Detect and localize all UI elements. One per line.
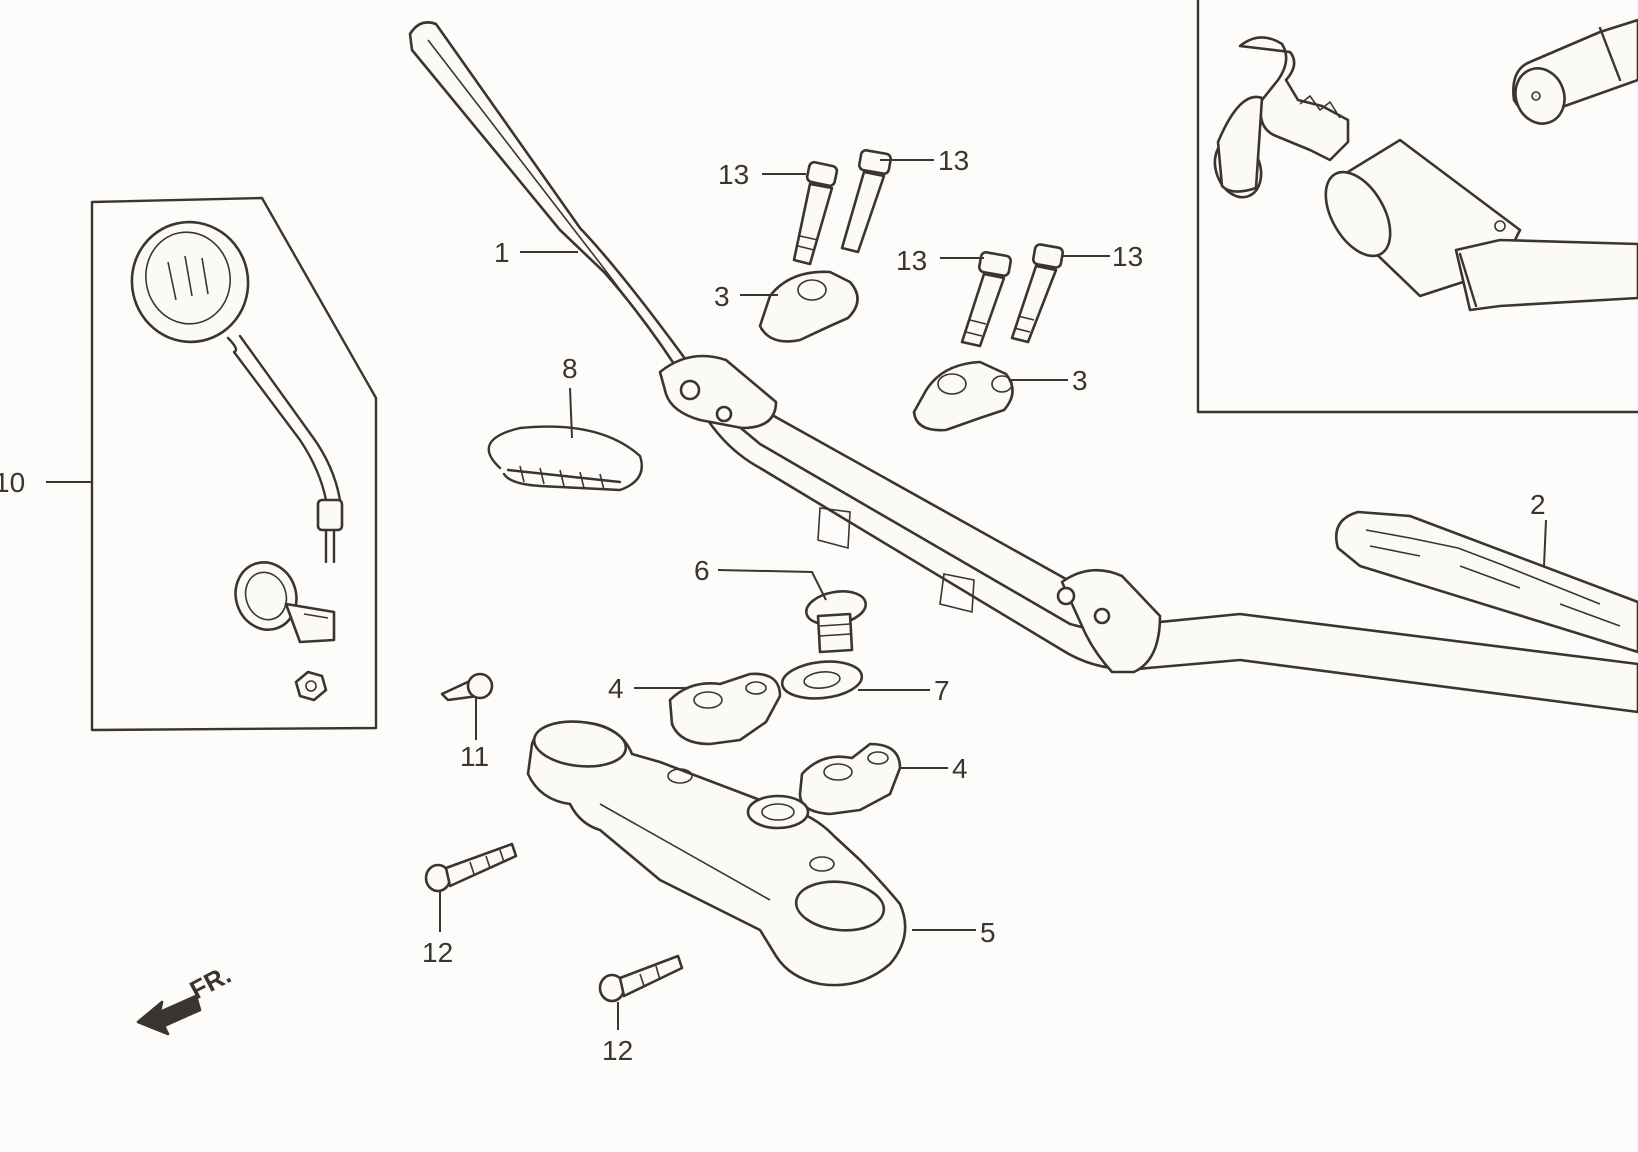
- callout-4-left: 4: [608, 673, 624, 704]
- handlebar: [408, 21, 1638, 714]
- throttle-lever-detail: [1213, 36, 1350, 199]
- callout-3-upper-right: 3: [1072, 365, 1088, 396]
- callout-13-c: 13: [896, 245, 927, 276]
- callout-8: 8: [562, 353, 578, 384]
- bolt-12-b: [598, 954, 684, 1003]
- callout-6: 6: [694, 555, 710, 586]
- bolt-13-d: [1010, 243, 1065, 344]
- callout-4-right: 4: [952, 753, 968, 784]
- callout-3-upper-left: 3: [714, 281, 730, 312]
- callout-13-d: 13: [1112, 241, 1143, 272]
- handlebar-pad: [1334, 510, 1638, 654]
- detail-inset-box: [1196, 0, 1638, 414]
- upper-holder-a: [758, 270, 859, 343]
- upper-holder-b: [912, 360, 1014, 432]
- bolt-13-c: [960, 251, 1013, 348]
- bolt-12-a: [424, 842, 518, 893]
- mirror-clamp: [234, 561, 336, 644]
- callout-labels: 1 2 3 3 4 4 5 6 7 8 10 11 12 12 13 13 13…: [0, 145, 1546, 1066]
- lower-holder-b: [798, 742, 902, 816]
- washer: [780, 660, 864, 700]
- callout-13-b: 13: [938, 145, 969, 176]
- top-bridge: [526, 720, 907, 987]
- leader-lines: [46, 159, 1547, 1030]
- callout-10: 10: [0, 467, 25, 498]
- band-strap: [487, 425, 643, 492]
- bolt-13-b: [840, 149, 893, 254]
- screw-11: [440, 672, 494, 702]
- front-direction-arrow: FR.: [136, 959, 236, 1036]
- lower-holder-a: [668, 672, 782, 746]
- callout-7: 7: [934, 675, 950, 706]
- brace-clamp-left: [658, 354, 778, 430]
- callout-11: 11: [460, 741, 489, 772]
- callout-1: 1: [494, 237, 510, 268]
- grip-end-detail: [1512, 18, 1638, 125]
- brace-clamp-right: [1056, 568, 1162, 674]
- plug-cap: [805, 590, 867, 654]
- mirror-nut: [294, 670, 328, 702]
- callout-13-a: 13: [718, 159, 749, 190]
- callout-2: 2: [1530, 489, 1546, 520]
- bolt-13-a: [792, 160, 839, 266]
- callout-5: 5: [980, 917, 996, 948]
- callout-12-bottom: 12: [602, 1035, 633, 1066]
- callout-12-left: 12: [422, 937, 453, 968]
- grip-housing-detail: [1324, 138, 1638, 312]
- mirror-kit-box: [90, 196, 378, 732]
- mirror-assembly: [130, 220, 344, 564]
